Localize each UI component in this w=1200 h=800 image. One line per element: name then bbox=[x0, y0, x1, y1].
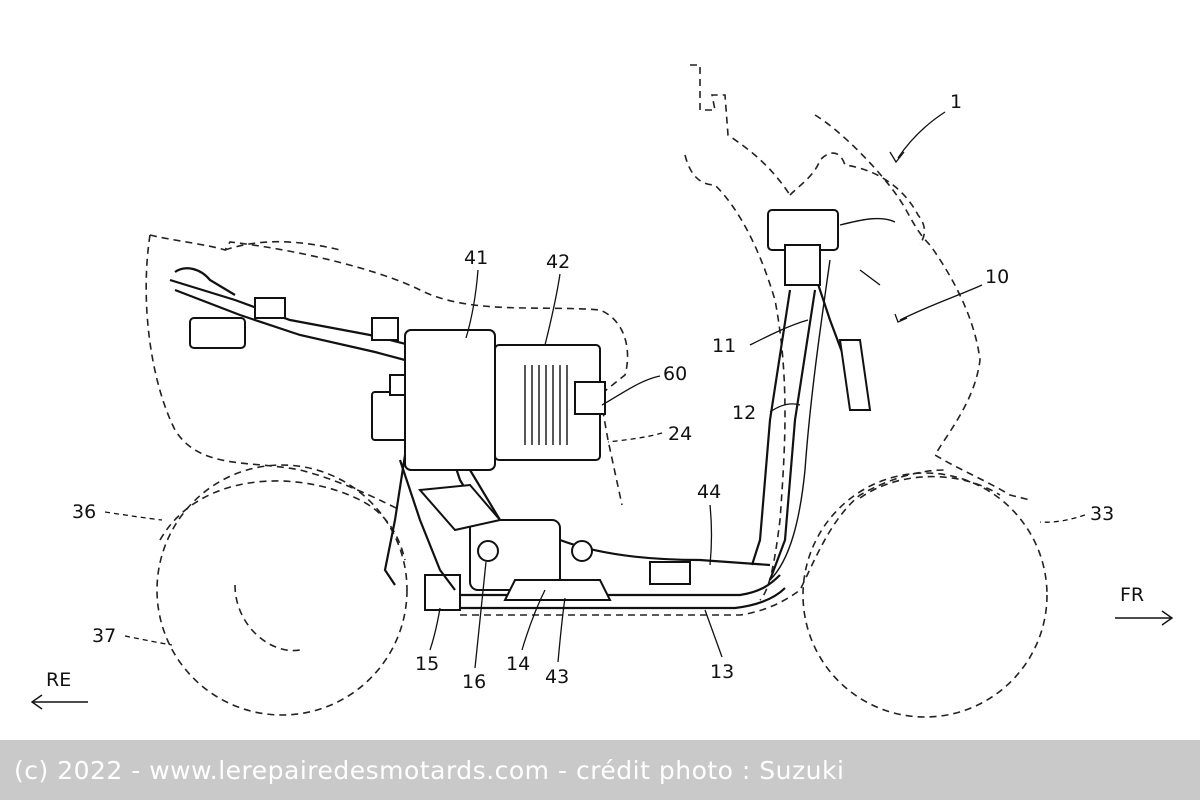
rear-body-outline bbox=[149, 234, 629, 506]
windscreen-outline bbox=[789, 152, 926, 246]
front-fender-outline bbox=[859, 475, 1001, 499]
leader-14 bbox=[521, 589, 546, 651]
rear-bracket bbox=[189, 317, 246, 349]
bracket-15 bbox=[424, 574, 461, 611]
component-60 bbox=[574, 381, 606, 415]
battery-fins bbox=[524, 365, 568, 445]
front-wheel-outline bbox=[802, 472, 1048, 718]
leader-11 bbox=[749, 319, 809, 346]
label-33: 33 bbox=[1090, 503, 1114, 525]
arrow-right-icon bbox=[1115, 610, 1174, 626]
label-16: 16 bbox=[462, 671, 486, 693]
legshield-outline bbox=[684, 154, 786, 601]
label-12: 12 bbox=[732, 402, 756, 424]
rear-fender-outline bbox=[159, 480, 406, 561]
photo-credit: (c) 2022 - www.lerepairedesmotards.com -… bbox=[14, 755, 845, 785]
leader-36 bbox=[104, 511, 163, 521]
cable-harness bbox=[769, 259, 831, 581]
bracket-43 bbox=[503, 579, 612, 601]
leader-37 bbox=[124, 635, 173, 646]
leader-15 bbox=[429, 607, 441, 651]
label-24: 24 bbox=[668, 423, 692, 445]
leader-33 bbox=[1039, 514, 1086, 523]
leader-12 bbox=[769, 403, 801, 413]
leader-41 bbox=[465, 269, 479, 339]
label-43: 43 bbox=[545, 666, 569, 688]
floorboard-outline bbox=[460, 469, 946, 616]
caption-bar: (c) 2022 - www.lerepairedesmotards.com -… bbox=[0, 740, 1200, 800]
steering-mount bbox=[784, 244, 821, 286]
label-36: 36 bbox=[72, 501, 96, 523]
leader-13 bbox=[704, 609, 723, 658]
rear-grab-rail bbox=[174, 267, 236, 296]
rear-cowl-lower bbox=[145, 234, 401, 511]
label-11: 11 bbox=[712, 335, 736, 357]
label-37: 37 bbox=[92, 625, 116, 647]
down-tube-inner bbox=[768, 289, 817, 581]
arrow-1 bbox=[889, 151, 905, 164]
swingarm-bracket bbox=[417, 483, 502, 532]
label-13: 13 bbox=[710, 661, 734, 683]
rear-wheel-outline bbox=[156, 464, 408, 716]
leader-1 bbox=[897, 111, 946, 159]
handlebar-wire bbox=[839, 217, 896, 286]
leader-24 bbox=[607, 432, 663, 443]
storage-box-41 bbox=[404, 329, 496, 471]
seat-hinge bbox=[254, 297, 286, 319]
handlebar-cover-outline bbox=[690, 64, 791, 196]
down-tube-outer bbox=[750, 289, 792, 566]
label-1: 1 bbox=[950, 91, 962, 113]
label-15: 15 bbox=[415, 653, 439, 675]
floor-frame-13-lower bbox=[455, 587, 786, 610]
leader-44 bbox=[709, 504, 713, 566]
arrow-10 bbox=[894, 313, 908, 323]
leader-10 bbox=[899, 284, 983, 321]
seat-lock bbox=[371, 317, 399, 341]
pivot-14 bbox=[571, 540, 593, 562]
label-44: 44 bbox=[697, 481, 721, 503]
scooter-patent-diagram: 1 10 11 12 13 14 15 16 24 33 36 37 41 42… bbox=[30, 64, 1174, 718]
front-shield-outline bbox=[814, 114, 1031, 501]
leader-43 bbox=[557, 597, 566, 663]
leader-16 bbox=[474, 561, 487, 669]
rear-shock bbox=[383, 454, 407, 586]
label-42: 42 bbox=[546, 251, 570, 273]
label-re: RE bbox=[46, 669, 71, 691]
pivot-16 bbox=[477, 540, 499, 562]
leader-60 bbox=[601, 375, 661, 406]
floor-frame-13 bbox=[455, 574, 781, 597]
label-60: 60 bbox=[663, 363, 687, 385]
leader-42 bbox=[544, 273, 561, 346]
label-fr: FR bbox=[1120, 584, 1144, 606]
connector-44 bbox=[649, 561, 691, 585]
front-bracket bbox=[838, 339, 872, 411]
label-41: 41 bbox=[464, 247, 488, 269]
rear-hub-outline bbox=[234, 584, 301, 652]
label-14: 14 bbox=[506, 653, 530, 675]
arrow-left-icon bbox=[30, 694, 88, 710]
label-10: 10 bbox=[985, 266, 1009, 288]
rear-subframe bbox=[398, 459, 456, 591]
